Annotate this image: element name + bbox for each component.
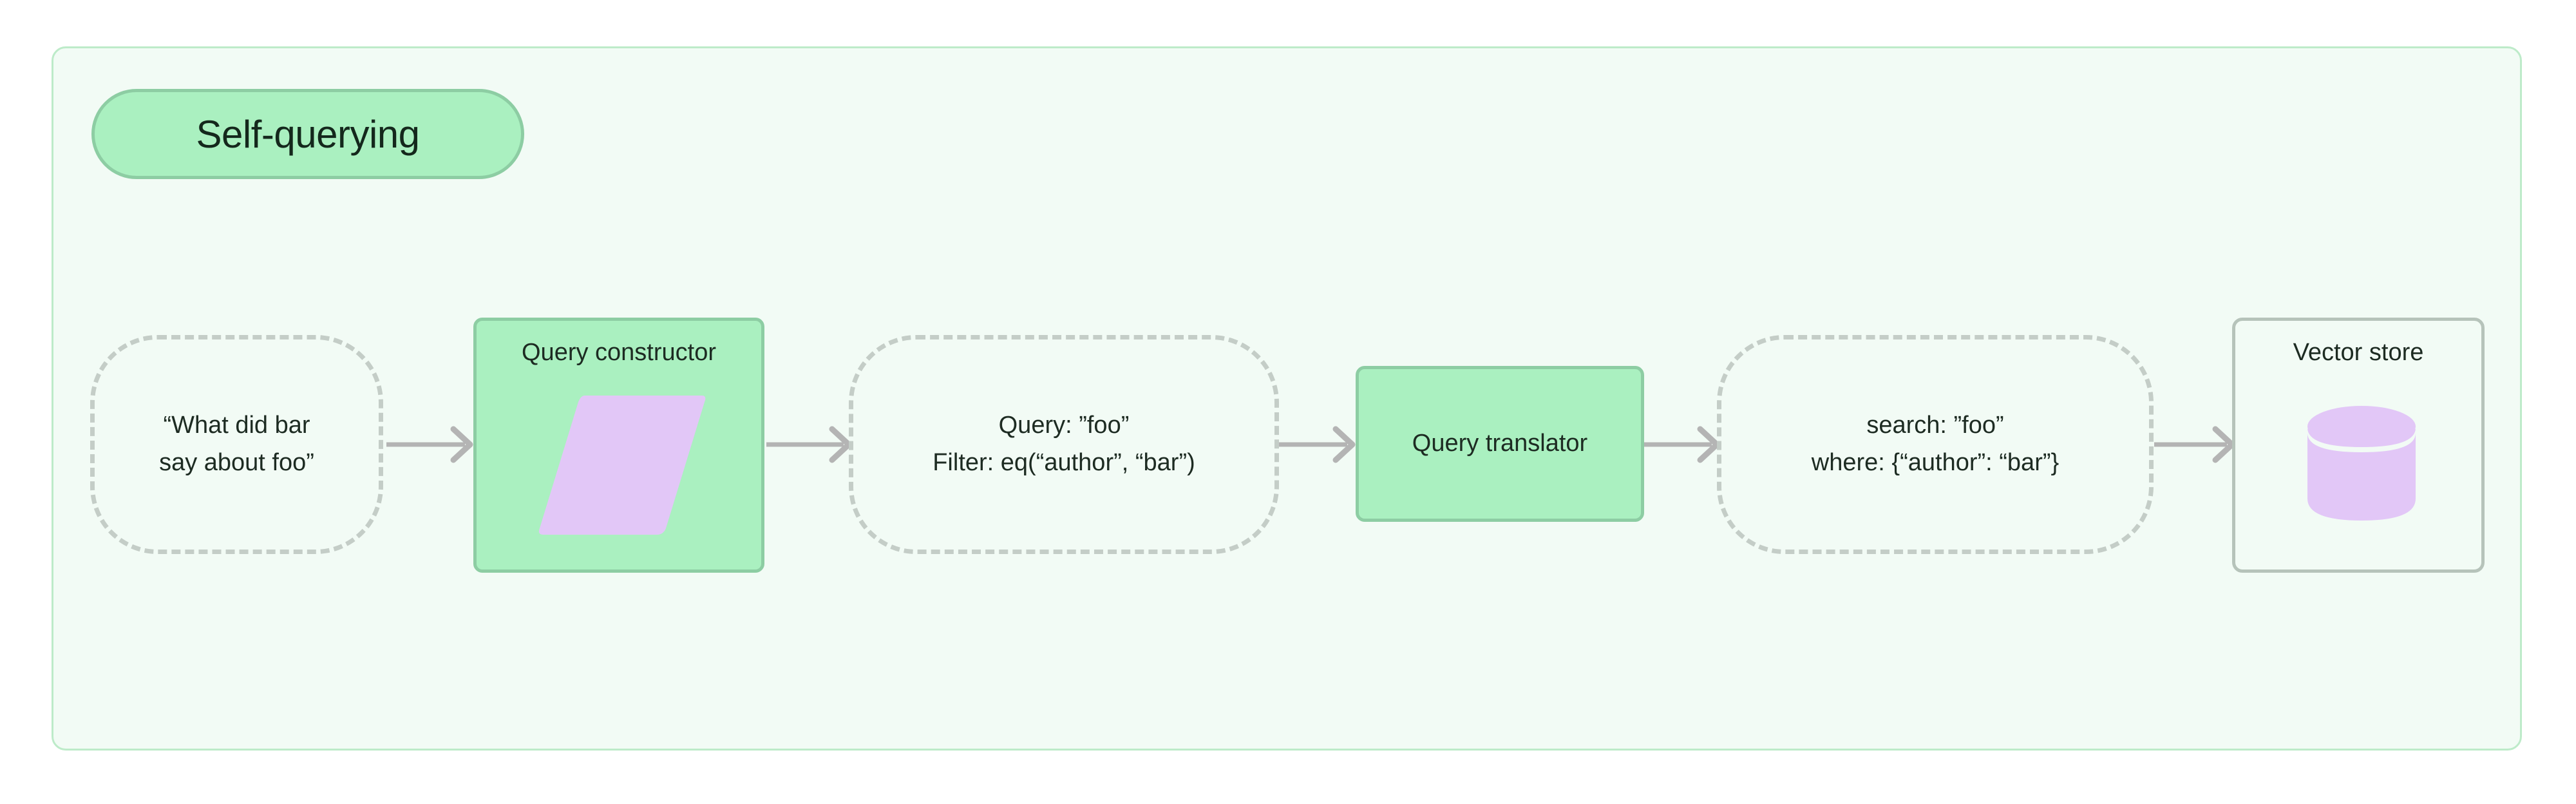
subgraph-title-pill: Self-querying bbox=[91, 89, 524, 179]
node-query-constructor-title: Query constructor bbox=[522, 339, 716, 366]
node-user-question-text: “What did bar say about foo” bbox=[159, 412, 314, 476]
node-vector-store[interactable]: Vector store bbox=[2232, 318, 2485, 573]
node-structured-query-text: Query: ”foo” Filter: eq(“author”, “bar”) bbox=[933, 412, 1195, 476]
node-translated-query[interactable]: search: ”foo” where: {“author”: “bar”} bbox=[1717, 335, 2154, 554]
node-query-translator-title: Query translator bbox=[1412, 430, 1588, 457]
node-query-constructor[interactable]: Query constructor bbox=[473, 318, 764, 573]
node-structured-query[interactable]: Query: ”foo” Filter: eq(“author”, “bar”) bbox=[849, 335, 1279, 554]
node-user-question[interactable]: “What did bar say about foo” bbox=[90, 335, 383, 554]
node-vector-store-title: Vector store bbox=[2293, 339, 2424, 366]
subgraph-title-label: Self-querying bbox=[196, 112, 420, 156]
parallelogram-icon bbox=[529, 390, 711, 540]
node-translated-query-text: search: ”foo” where: {“author”: “bar”} bbox=[1811, 412, 2060, 476]
node-query-translator[interactable]: Query translator bbox=[1356, 366, 1644, 522]
database-cylinder-icon bbox=[2304, 402, 2420, 524]
